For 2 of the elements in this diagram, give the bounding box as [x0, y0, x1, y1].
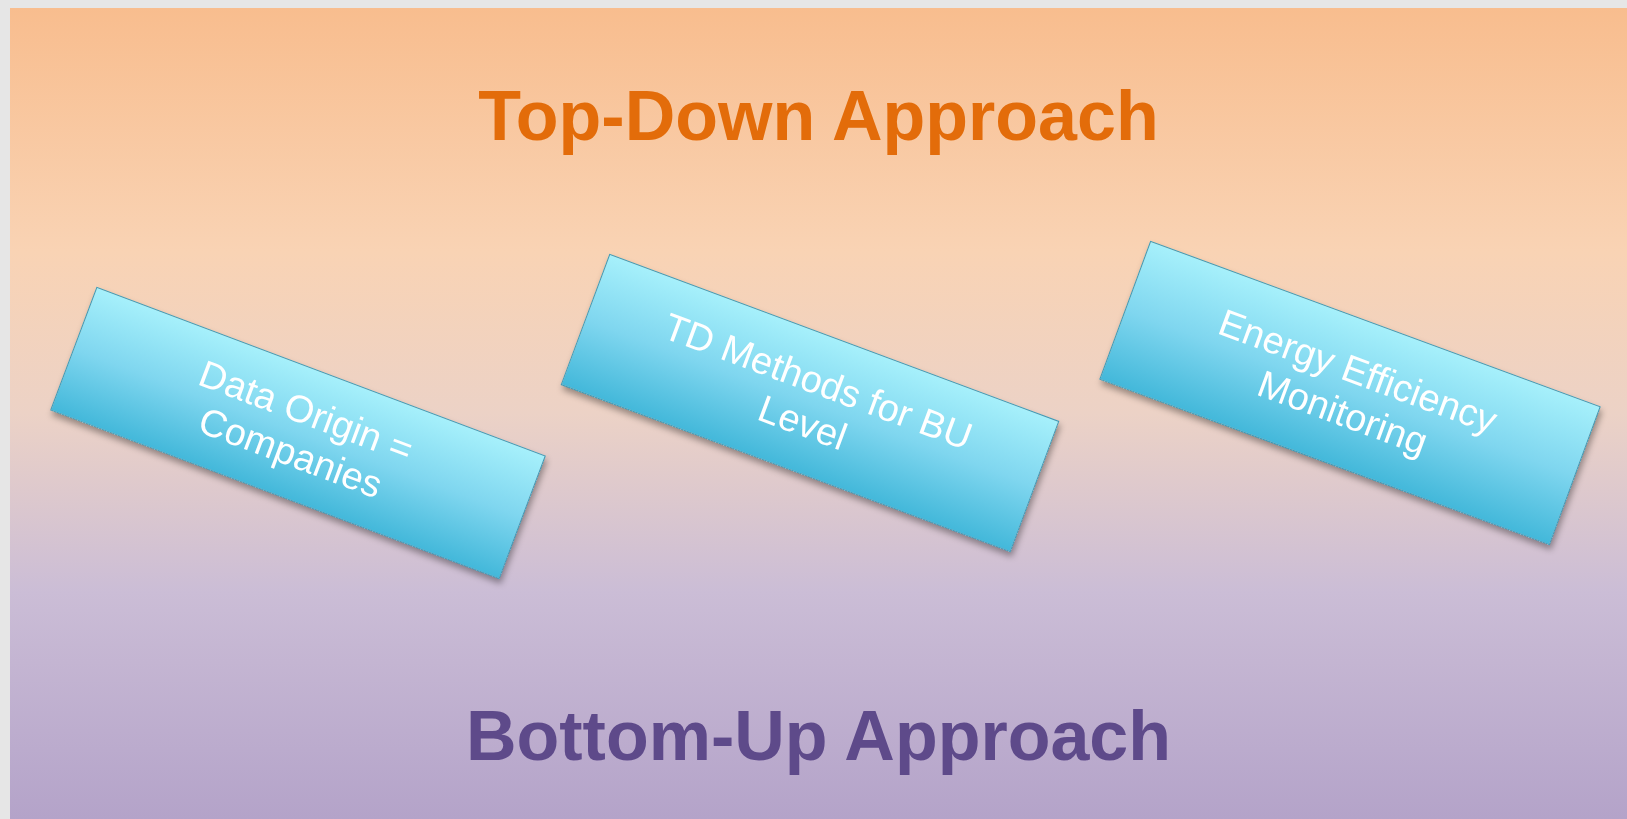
heading: Bottom-Up Approach: [465, 697, 1172, 775]
heading: Top-Down Approach: [478, 77, 1159, 155]
